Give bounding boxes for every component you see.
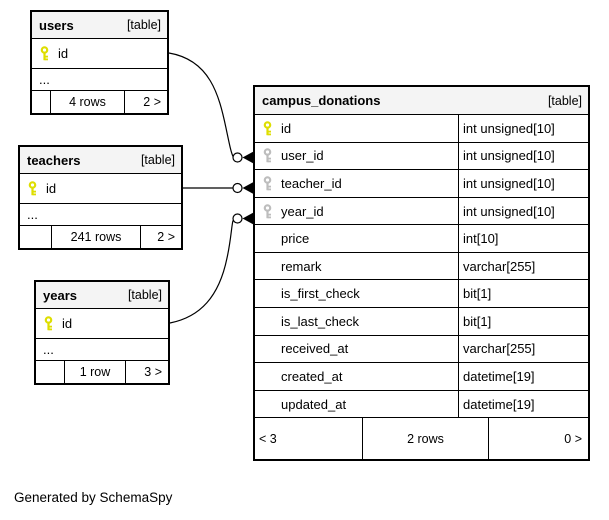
column-type: int unsigned[10] — [458, 170, 588, 197]
fk-arrowhead-user-id — [242, 151, 254, 164]
footer-left — [32, 91, 50, 113]
table-campus-donations-header[interactable]: campus_donations [table] — [255, 87, 588, 115]
column-name: remark — [281, 258, 322, 274]
column-type: int[10] — [458, 225, 588, 252]
table-campus-donations-footer: < 3 2 rows 0 > — [255, 418, 588, 459]
column-row-years-id: id — [36, 309, 168, 339]
column-row-updated-at: updated_at datetime[19] — [255, 390, 588, 419]
key-icon-placeholder — [262, 369, 273, 384]
column-row-received-at: received_at varchar[255] — [255, 335, 588, 364]
column-row-users-id: id — [32, 39, 167, 69]
column-name: updated_at — [281, 396, 347, 412]
primary-key-icon — [43, 316, 54, 331]
table-tag: [table] — [547, 93, 582, 108]
column-type: int unsigned[10] — [458, 197, 588, 225]
foreign-key-icon — [262, 176, 273, 191]
column-name: user_id — [281, 148, 324, 164]
primary-key-icon — [27, 181, 38, 196]
table-users-footer: 4 rows 2 > — [32, 91, 167, 113]
footer-left — [36, 361, 64, 383]
column-row-user-id: user_id int unsigned[10] — [255, 142, 588, 171]
column-type: bit[1] — [458, 280, 588, 308]
table-tag: [table] — [127, 288, 162, 302]
generator-caption: Generated by SchemaSpy — [14, 490, 173, 505]
primary-key-icon — [262, 120, 273, 136]
more-columns-indicator: ... — [20, 204, 181, 226]
more-columns-indicator: ... — [36, 339, 168, 361]
relationship-users-to-user-id — [168, 52, 234, 157]
column-row-teacher-id: teacher_id int unsigned[10] — [255, 170, 588, 198]
column-name: price — [281, 231, 310, 247]
column-type: bit[1] — [458, 308, 588, 335]
table-tag: [table] — [140, 153, 175, 167]
column-type: int unsigned[10] — [458, 115, 588, 142]
row-count: 241 rows — [51, 226, 140, 248]
column-name: received_at — [281, 341, 349, 357]
footer-left — [20, 226, 51, 248]
table-campus-donations[interactable]: campus_donations [table] id int unsigned… — [253, 85, 590, 461]
table-years-footer: 1 row 3 > — [36, 361, 168, 383]
foreign-key-icon — [262, 203, 273, 219]
fk-arrowhead-year-id — [242, 212, 254, 225]
table-users-header[interactable]: users [table] — [32, 12, 167, 39]
fk-arrowhead-teacher-id — [242, 182, 254, 194]
key-icon-placeholder — [262, 397, 273, 412]
foreign-key-icon — [262, 148, 273, 163]
primary-key-icon — [39, 46, 50, 61]
table-teachers-footer: 241 rows 2 > — [20, 226, 181, 248]
column-row-is-last-check: is_last_check bit[1] — [255, 308, 588, 336]
degree-out: 2 > — [140, 226, 181, 248]
degree-out: 3 > — [125, 361, 168, 383]
fk-endpoint-circle-teacher-id — [232, 182, 243, 194]
column-row-id: id int unsigned[10] — [255, 115, 588, 143]
column-name: id — [58, 46, 69, 61]
table-years[interactable]: years [table] id ... 1 row 3 > — [34, 280, 170, 385]
table-teachers-header[interactable]: teachers [table] — [20, 147, 181, 174]
column-name: is_last_check — [281, 313, 360, 329]
column-type: datetime[19] — [458, 363, 588, 390]
column-name: year_id — [281, 203, 324, 219]
column-name: created_at — [281, 368, 343, 384]
key-icon-placeholder — [262, 259, 273, 274]
table-teachers[interactable]: teachers [table] id ... 241 rows 2 > — [18, 145, 183, 250]
column-name: teacher_id — [281, 175, 342, 191]
column-type: int unsigned[10] — [458, 142, 588, 170]
column-type: varchar[255] — [458, 252, 588, 280]
column-type: datetime[19] — [458, 390, 588, 418]
degree-out: 0 > — [488, 418, 588, 459]
column-rows: id int unsigned[10] user_id int unsigned… — [255, 115, 588, 459]
column-row-teachers-id: id — [20, 174, 181, 204]
column-name: id — [62, 316, 73, 331]
key-icon-placeholder — [262, 314, 273, 329]
column-row-price: price int[10] — [255, 225, 588, 253]
table-name: users — [39, 17, 74, 33]
key-icon-placeholder — [262, 341, 273, 356]
table-name: campus_donations — [262, 93, 381, 108]
column-row-created-at: created_at datetime[19] — [255, 363, 588, 391]
more-columns-indicator: ... — [32, 69, 167, 91]
column-name: is_first_check — [281, 286, 360, 302]
row-count: 4 rows — [50, 91, 124, 113]
column-row-remark: remark varchar[255] — [255, 252, 588, 281]
fk-endpoint-circle-user-id — [232, 152, 243, 163]
column-row-year-id: year_id int unsigned[10] — [255, 197, 588, 226]
table-name: teachers — [27, 152, 81, 168]
degree-out: 2 > — [124, 91, 167, 113]
table-tag: [table] — [126, 18, 161, 32]
column-name: id — [46, 181, 57, 196]
column-name: id — [281, 120, 292, 136]
column-type: varchar[255] — [458, 335, 588, 363]
degree-in: < 3 — [259, 431, 277, 446]
key-icon-placeholder — [262, 231, 273, 246]
fk-endpoint-circle-year-id — [232, 213, 243, 224]
column-row-is-first-check: is_first_check bit[1] — [255, 280, 588, 309]
row-count: 2 rows — [362, 418, 488, 459]
table-years-header[interactable]: years [table] — [36, 282, 168, 309]
table-name: years — [43, 287, 77, 303]
key-icon-placeholder — [262, 286, 273, 301]
table-users[interactable]: users [table] id ... 4 rows 2 > — [30, 10, 169, 115]
row-count: 1 row — [64, 361, 125, 383]
